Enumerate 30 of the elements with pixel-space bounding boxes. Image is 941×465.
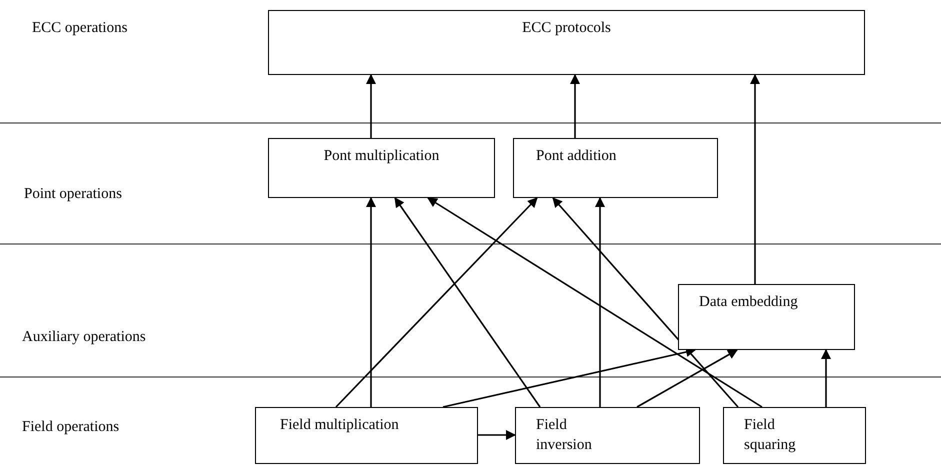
process-box bbox=[513, 138, 718, 198]
arrow bbox=[821, 349, 831, 407]
box-label: Field inversion bbox=[536, 416, 593, 454]
layer-label: Point operations bbox=[24, 185, 122, 204]
box-label: Pont addition bbox=[536, 147, 616, 166]
process-box bbox=[515, 407, 700, 464]
process-box bbox=[268, 10, 865, 75]
arrow bbox=[478, 430, 516, 440]
arrow bbox=[366, 74, 376, 138]
arrow bbox=[427, 197, 762, 408]
box-label: Field multiplication bbox=[280, 416, 399, 435]
arrow bbox=[552, 197, 739, 408]
arrow bbox=[636, 349, 738, 408]
layer-label: Field operations bbox=[22, 418, 120, 437]
arrow bbox=[595, 197, 605, 407]
process-box bbox=[255, 407, 478, 464]
process-box bbox=[268, 138, 495, 198]
box-label: Pont multiplication bbox=[324, 147, 440, 166]
box-label: Data embedding bbox=[699, 293, 798, 312]
process-box bbox=[678, 284, 855, 350]
process-box bbox=[723, 407, 866, 464]
layer-label: Auxiliary operations bbox=[22, 328, 146, 347]
arrow bbox=[394, 197, 541, 408]
arrow bbox=[366, 197, 376, 407]
arrow bbox=[750, 74, 760, 284]
arrow bbox=[335, 197, 538, 408]
box-label: Field squaring bbox=[744, 416, 797, 454]
arrow bbox=[570, 74, 580, 138]
layer-label: ECC operations bbox=[32, 19, 128, 38]
box-label: ECC protocols bbox=[522, 19, 611, 38]
